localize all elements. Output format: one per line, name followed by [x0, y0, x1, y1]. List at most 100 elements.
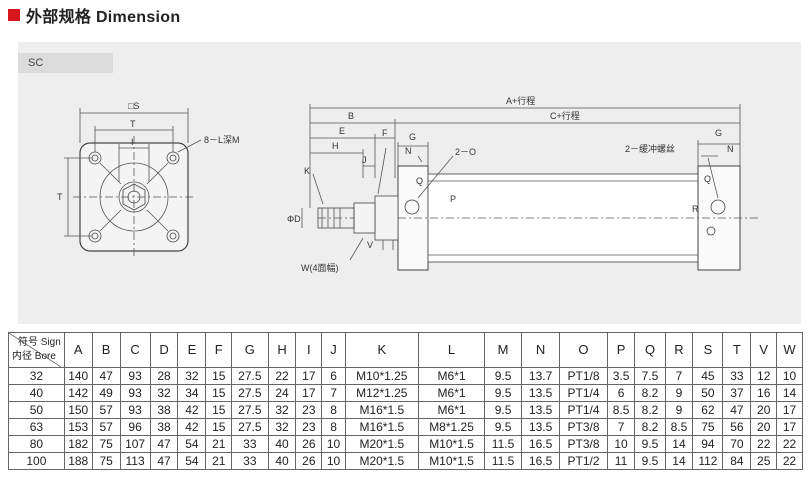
table-cell: 27.5	[231, 367, 269, 385]
table-cell: 9.5	[484, 367, 522, 385]
table-cell: 94	[692, 435, 724, 453]
table-cell: 16	[750, 384, 778, 402]
table-cell: 6	[606, 384, 636, 402]
table-cell: 32	[149, 384, 179, 402]
label-g-left: G	[409, 132, 416, 142]
column-header: G	[231, 332, 269, 368]
table-cell: PT1/4	[559, 384, 608, 402]
table-cell: 8.2	[634, 418, 666, 436]
table-cell: M16*1.5	[344, 401, 419, 419]
table-cell: 84	[722, 452, 752, 470]
table-cell: M10*1.25	[344, 367, 419, 385]
label-i-top: I	[131, 137, 134, 147]
table-cell: 96	[119, 418, 151, 436]
label-n-left: N	[405, 146, 412, 156]
table-cell: 7.5	[634, 367, 666, 385]
table-cell: 56	[722, 418, 752, 436]
label-t-top: T	[130, 119, 136, 129]
table-cell: 16.5	[520, 435, 561, 453]
column-header: K	[344, 332, 419, 368]
table-cell: 3.5	[606, 367, 636, 385]
label-c-stroke: C+行程	[550, 110, 580, 121]
table-cell: 75	[91, 452, 121, 470]
label-e: E	[339, 126, 345, 136]
column-header: V	[750, 332, 778, 368]
table-cell: 9.5	[634, 452, 666, 470]
table-cell: 22	[776, 435, 803, 453]
column-header: O	[559, 332, 608, 368]
table-cell: 47	[149, 435, 179, 453]
label-o: 2－O	[455, 147, 476, 157]
column-header: T	[722, 332, 752, 368]
label-hole-note: 8－L深M	[204, 135, 240, 145]
column-header: A	[63, 332, 93, 368]
table-cell: 33	[722, 367, 752, 385]
table-cell: 47	[91, 367, 121, 385]
table-cell: 42	[177, 401, 207, 419]
column-header: C	[119, 332, 151, 368]
corner-bore-label: 内径 Bore	[12, 351, 56, 362]
label-a-stroke: A+行程	[506, 95, 535, 106]
column-header: E	[177, 332, 207, 368]
table-cell: 40	[267, 452, 297, 470]
table-cell: 107	[119, 435, 151, 453]
column-header: F	[205, 332, 233, 368]
bore-cell: 32	[8, 367, 65, 385]
table-cell: 93	[119, 367, 151, 385]
table-cell: 7	[664, 367, 694, 385]
table-cell: 25	[750, 452, 778, 470]
dimension-drawing: □S T I 8－L深M T	[57, 95, 758, 273]
table-cell: 9	[664, 384, 694, 402]
table-cell: 15	[205, 418, 233, 436]
table-cell: 8.2	[634, 384, 666, 402]
table-cell: 32	[267, 401, 297, 419]
bore-cell: 80	[8, 435, 65, 453]
table-cell: 93	[119, 384, 151, 402]
model-tab: SC	[18, 53, 113, 73]
table-cell: 8.2	[634, 401, 666, 419]
bore-cell: 40	[8, 384, 65, 402]
table-cell: PT1/2	[559, 452, 608, 470]
table-cell: 70	[722, 435, 752, 453]
table-cell: 75	[692, 418, 724, 436]
table-cell: 17	[776, 401, 803, 419]
label-w: W(4面幅)	[301, 262, 339, 273]
column-header: M	[484, 332, 522, 368]
front-view	[64, 108, 202, 258]
table-cell: 10	[321, 452, 346, 470]
table-cell: 113	[119, 452, 151, 470]
table-cell: 6	[321, 367, 346, 385]
table-cell: 7	[321, 384, 346, 402]
column-header: J	[321, 332, 346, 368]
table-cell: 45	[692, 367, 724, 385]
table-cell: 47	[149, 452, 179, 470]
table-cell: 27.5	[231, 384, 269, 402]
table-cell: 23	[295, 401, 323, 419]
table-cell: 10	[606, 435, 636, 453]
table-cell: 9.5	[484, 384, 522, 402]
bore-cell: 63	[8, 418, 65, 436]
table-cell: 7	[606, 418, 636, 436]
table-cell: 26	[295, 435, 323, 453]
table-cell: 57	[91, 401, 121, 419]
table-cell: 112	[692, 452, 724, 470]
table-cell: 42	[177, 418, 207, 436]
bore-cell: 100	[8, 452, 65, 470]
table-cell: 8.5	[606, 401, 636, 419]
table-cell: M6*1	[417, 401, 486, 419]
label-q-right: Q	[704, 174, 711, 184]
table-cell: 8.5	[664, 418, 694, 436]
label-k: K	[304, 166, 310, 176]
table-cell: PT1/4	[559, 401, 608, 419]
table-cell: 22	[750, 435, 778, 453]
table-cell: 14	[664, 452, 694, 470]
table-cell: 15	[205, 384, 233, 402]
table-cell: 13.5	[520, 401, 561, 419]
table-cell: 33	[231, 452, 269, 470]
label-r: R	[692, 204, 699, 214]
table-cell: 37	[722, 384, 752, 402]
label-n-right: N	[727, 144, 734, 154]
label-cushion: 2－缓冲螺丝	[625, 143, 675, 154]
